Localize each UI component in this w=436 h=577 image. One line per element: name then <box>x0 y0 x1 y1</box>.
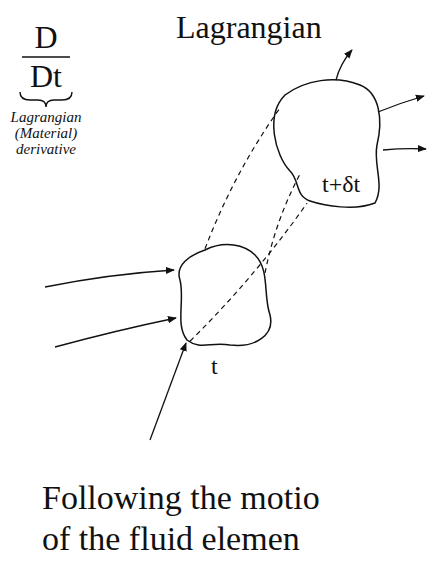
derivative-numerator: D <box>16 20 76 55</box>
inflow-arrow <box>45 270 174 287</box>
outflow-arrow <box>383 149 426 150</box>
outflow-arrow <box>336 50 352 80</box>
diagram-title: Lagrangian <box>176 10 322 45</box>
underbrace <box>20 92 72 107</box>
derivative-denominator: Dt <box>16 59 76 94</box>
outflow-arrow <box>378 96 424 112</box>
note-text: (Material) <box>0 125 92 142</box>
fluid-element: t+δt <box>265 75 385 210</box>
fluid-element: t <box>175 240 275 350</box>
blob-outline <box>175 240 275 350</box>
note-text: derivative <box>0 141 92 158</box>
pathline <box>205 109 279 249</box>
inflow-arrow <box>150 343 186 440</box>
caption: Following the motio of the fluid elemen <box>42 478 324 560</box>
fraction-bar <box>22 56 70 58</box>
pathline <box>190 203 307 341</box>
time-label: t <box>211 353 218 379</box>
inflow-arrow <box>55 318 176 347</box>
pathline <box>265 172 301 273</box>
time-label: t+δt <box>322 171 360 197</box>
note-text: Lagrangian <box>0 109 92 126</box>
